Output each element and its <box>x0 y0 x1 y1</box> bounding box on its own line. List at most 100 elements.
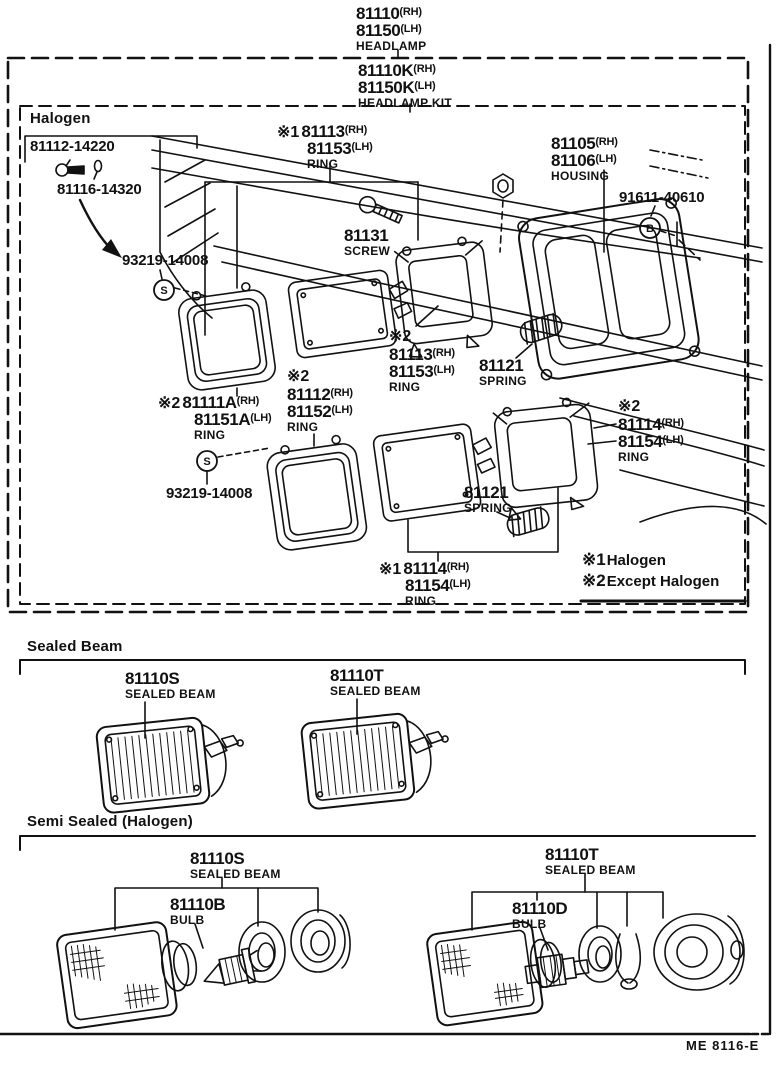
part-name: HOUSING <box>551 169 610 183</box>
ref-mark: ※1 <box>277 124 300 141</box>
part-name: RING <box>405 594 437 608</box>
lamp-unit-upper-art <box>287 269 413 359</box>
semi-sealed-section-title: Semi Sealed (Halogen) <box>27 813 193 830</box>
part-name: SEALED BEAM <box>330 684 421 698</box>
arrow-head <box>102 239 122 258</box>
part-name: SPRING <box>464 501 512 515</box>
semi-left-bracket <box>114 877 319 949</box>
bolt-symbol <box>639 205 701 261</box>
part-label-ring-b: ※2 81112(RH) 81152(LH) RING <box>287 368 353 434</box>
part-name: RING <box>307 157 339 171</box>
cap-left-art <box>290 909 351 973</box>
part-number: 81110 <box>356 4 400 23</box>
lamp-unit-lower-art <box>372 423 496 522</box>
screw-upper-label: 93219-14008 <box>122 252 209 269</box>
part-number: 81150 <box>356 21 401 40</box>
fastener-bolt-label: 81112-14220 <box>30 138 115 155</box>
part-label-semi-left-beam: 81110S SEALED BEAM <box>190 849 281 881</box>
housing-art <box>517 197 701 381</box>
part-label-bolt: 91611-40610 <box>619 189 705 206</box>
ref-mark: ※2 <box>158 395 181 412</box>
part-name: RING <box>194 428 226 442</box>
part-number: 81150K <box>358 78 415 97</box>
part-label-sealed-left: 81110S SEALED BEAM <box>125 669 216 701</box>
part-name: RING <box>618 450 650 464</box>
pin-icon <box>93 159 103 173</box>
nut-art <box>492 173 514 253</box>
part-label-ring-right: ※2 81114(RH) 81154(LH) RING <box>618 398 684 464</box>
part-label-screw: 81131 SCREW <box>344 226 391 258</box>
part-label-sealed-right: 81110T SEALED BEAM <box>330 666 421 698</box>
part-name: RING <box>287 420 319 434</box>
bottom-bracket <box>407 487 747 603</box>
mounting-ring-upper-art <box>393 236 493 358</box>
spring-upper-art <box>519 312 563 345</box>
legend: ※1Halogen ※2Except Halogen <box>582 551 719 593</box>
ring-81112-art <box>266 434 368 551</box>
sealed-beam-left-art <box>95 716 244 814</box>
part-label-spring-upper: 81121 SPRING <box>479 356 527 388</box>
page-code: ME 8116-E <box>686 1038 760 1053</box>
cap-right-art <box>653 913 745 991</box>
clip-right-art <box>615 933 642 990</box>
bolt-icon <box>55 163 69 177</box>
screw-lower-label: 93219-14008 <box>166 485 253 502</box>
part-name: HEADLAMP <box>356 39 427 53</box>
bulb-right-art <box>524 953 590 989</box>
header-kit-label: 81110K(RH) 81150K(LH) HEADLAMP KIT <box>358 61 453 110</box>
header-headlamp-label: 81110(RH) 81150(LH) HEADLAMP <box>356 4 427 53</box>
part-name: SCREW <box>344 244 391 258</box>
header-leader-lines <box>397 49 411 113</box>
part-name: SPRING <box>479 374 527 388</box>
part-name: SEALED BEAM <box>125 687 216 701</box>
sealed-beam-section-title: Sealed Beam <box>27 638 123 655</box>
ref-mark: ※2 <box>389 328 412 345</box>
part-label-ring-mid: ※2 81113(RH) 81153(LH) RING <box>389 328 455 394</box>
page-borders <box>0 43 774 1036</box>
legend-except-halogen: ※2Except Halogen <box>582 571 720 590</box>
ref-mark: ※2 <box>582 571 606 590</box>
screw-81131-art <box>358 195 403 224</box>
ref-mark: ※2 <box>287 368 310 385</box>
part-name: BULB <box>170 913 205 927</box>
fastener-callout <box>24 135 198 258</box>
part-name: SEALED BEAM <box>190 867 281 881</box>
semi-lamp-right-art <box>426 920 562 1027</box>
part-label-semi-right-bulb: 81110D BULB <box>512 899 568 931</box>
semi-sealed-rule <box>19 835 756 851</box>
fastener-pin-label: 81116-14320 <box>57 181 142 198</box>
bolt-symbol-letter: B <box>646 223 654 235</box>
part-label-semi-right-beam: 81110T SEALED BEAM <box>545 845 636 877</box>
sealed-beam-bracket <box>19 659 746 739</box>
halogen-section-title: Halogen <box>30 110 91 127</box>
ring-81111a-art <box>178 282 276 391</box>
ref-mark: ※1 <box>379 561 402 578</box>
screw-symbol-lower <box>196 447 271 485</box>
part-name: RING <box>389 380 421 394</box>
gasket-right-art <box>578 925 622 983</box>
legend-halogen: ※1Halogen <box>582 550 666 569</box>
part-label-spring-lower: 81121 SPRING <box>464 483 512 515</box>
part-label-housing: 81105(RH) 81106(LH) HOUSING <box>551 134 618 183</box>
ref-mark: ※2 <box>618 398 641 415</box>
part-number: 81110K <box>358 61 414 80</box>
part-name: BULB <box>512 917 547 931</box>
semi-lamp-left-art <box>56 921 198 1030</box>
part-name: HEADLAMP KIT <box>358 96 453 110</box>
spring-lower-art <box>506 506 550 538</box>
screw-symbol-letter: S <box>160 285 167 297</box>
semi-right-bracket <box>471 873 664 951</box>
gasket-left-art <box>238 921 286 983</box>
ref-mark: ※1 <box>582 550 606 569</box>
sealed-beam-right-art <box>300 712 449 810</box>
part-label-semi-left-bulb: 81110B BULB <box>170 895 226 927</box>
bulb-left-art <box>203 947 263 986</box>
arrow-line <box>78 198 114 252</box>
part-name: SEALED BEAM <box>545 863 636 877</box>
housing-leader-lines <box>603 149 709 253</box>
